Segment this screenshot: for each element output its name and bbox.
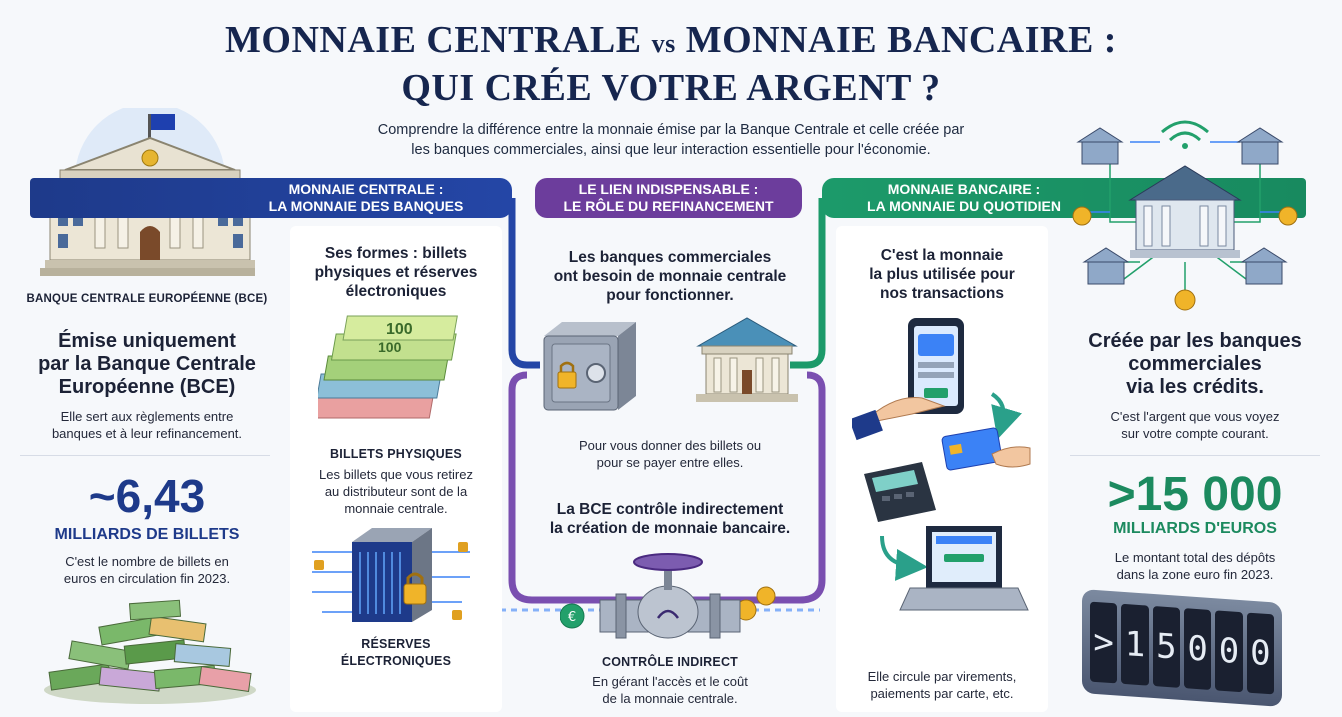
banknotes-icon: 100 100 xyxy=(318,315,458,419)
link-control: La BCE contrôle indirectement la créatio… xyxy=(549,501,791,537)
counter-digit: 0 xyxy=(1183,608,1212,691)
right-divider xyxy=(1070,455,1320,456)
subtitle-line1: Comprendre la différence entre la monnai… xyxy=(377,122,965,138)
right-stat-value: >15 000 xyxy=(1107,468,1283,521)
title-vs: vs xyxy=(651,29,676,58)
subtitle-line2: les banques commerciales, ainsi que leur… xyxy=(411,142,931,158)
left-stat-description: C'est le nombre de billets en euros en c… xyxy=(63,554,231,586)
counter-digit: 5 xyxy=(1152,605,1180,688)
payment-flow-icon xyxy=(852,318,1031,611)
reserves-title: RÉSERVES ÉLECTRONIQUES xyxy=(340,637,452,668)
counter-digit: 0 xyxy=(1246,612,1274,695)
band-monnaie-centrale: MONNAIE CENTRALE : LA MONNAIE DES BANQUE… xyxy=(30,178,512,218)
left-description: Elle sert aux règlements entre banques e… xyxy=(51,409,243,441)
right-stat-description: Le montant total des dépôts dans la zone… xyxy=(1114,550,1276,582)
central-panel xyxy=(290,226,502,712)
bancaire-use: C'est la monnaie la plus utilisée pour n… xyxy=(869,247,1015,302)
billets-title: BILLETS PHYSIQUES xyxy=(330,447,462,461)
link-purpose: Pour vous donner des billets ou pour se … xyxy=(578,438,762,470)
central-forms: Ses formes : billets physiques et réserv… xyxy=(314,245,478,300)
bank-network-icon xyxy=(1072,120,1298,311)
right-headline: Créée par les banques commerciales via l… xyxy=(1088,330,1302,398)
link-need: Les banques commerciales ont besoin de m… xyxy=(553,249,787,304)
left-divider xyxy=(20,455,270,456)
green-connector xyxy=(790,198,826,369)
billets-description: Les billets que vous retirez au distribu… xyxy=(319,467,473,516)
title-part2: MONNAIE BANCAIRE : xyxy=(685,19,1117,61)
counter-digit: 0 xyxy=(1215,610,1243,693)
valve-pipe-icon: € xyxy=(560,553,776,639)
bank-caption: BANQUE CENTRALE EUROPÉENNE (BCE) xyxy=(26,293,268,305)
indirect-description: En gérant l'accès et le coût de la monna… xyxy=(592,674,748,706)
commercial-bank-icon xyxy=(696,317,798,402)
bancaire-panel xyxy=(836,226,1048,712)
band-lien-indispensable: LE LIEN INDISPENSABLE : LE RÔLE DU REFIN… xyxy=(535,178,802,218)
digital-counter: > 1 5 0 0 0 xyxy=(1082,589,1282,707)
note-value-2: 100 xyxy=(378,339,402,355)
bancaire-circulation: Elle circule par virements, paiements pa… xyxy=(867,669,1017,701)
left-stat-value: ~6,43 xyxy=(88,470,206,522)
right-description: C'est l'argent que vous voyez sur votre … xyxy=(1110,409,1280,441)
title-line2: QUI CRÉE VOTRE ARGENT ? xyxy=(401,67,941,109)
counter-digit: 1 xyxy=(1121,603,1149,686)
title-part1: MONNAIE CENTRALE xyxy=(225,19,642,61)
right-stat-unit: MILLIARDS D'EUROS xyxy=(1113,520,1277,537)
safe-icon xyxy=(543,322,636,411)
left-headline: Émise uniquement par la Banque Centrale … xyxy=(38,330,256,398)
page-title: MONNAIE CENTRALE vs MONNAIE BANCAIRE : Q… xyxy=(0,18,1342,110)
counter-digit: > xyxy=(1090,601,1118,684)
indirect-title: CONTRÔLE INDIRECT xyxy=(601,655,739,669)
electronic-reserves-vault-icon xyxy=(312,528,470,622)
note-value-1: 100 xyxy=(386,321,413,338)
svg-text:€: € xyxy=(568,610,576,625)
money-pile-icon xyxy=(44,599,256,704)
blue-connector xyxy=(508,198,540,369)
subtitle: Comprendre la différence entre la monnai… xyxy=(300,120,1042,160)
left-stat-unit: MILLIARDS DE BILLETS xyxy=(54,526,240,543)
